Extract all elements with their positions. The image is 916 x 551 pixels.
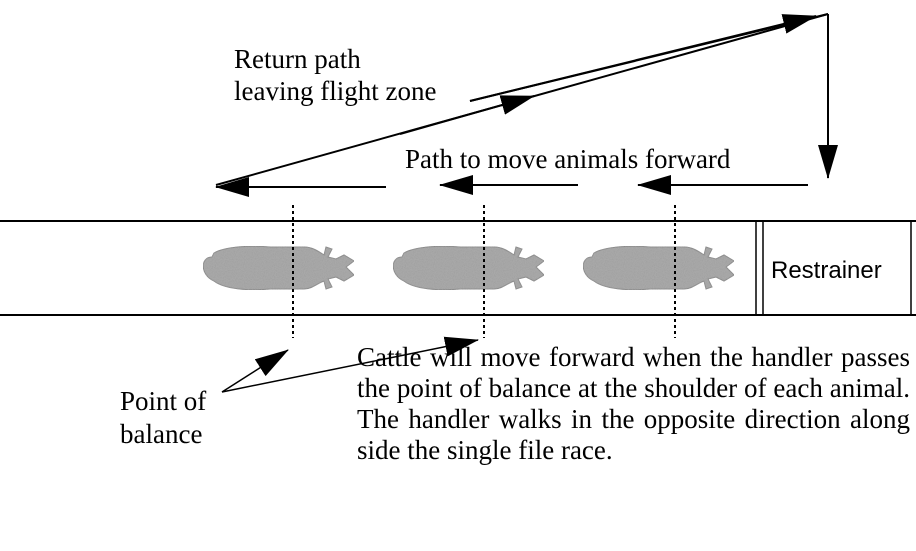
cattle-animal-2 (393, 246, 544, 289)
balance-pointer-1 (221, 349, 289, 393)
point-of-balance-label-line1: Point of (120, 386, 206, 416)
cattle-animal-3 (583, 246, 734, 289)
return-path-label-line1: Return path (234, 44, 361, 74)
point-of-balance-label-line2: balance (120, 419, 202, 449)
cattle-animal-1 (203, 246, 354, 289)
forward-path-label: Path to move animals forward (405, 144, 731, 174)
explanation-caption: Cattle will move forward when the handle… (357, 342, 910, 465)
balance-pointer-2 (221, 336, 479, 393)
return-arrow-top-head-upper (469, 14, 817, 102)
restrainer-label: Restrainer (771, 257, 882, 284)
restrainer-box: Restrainer (755, 221, 912, 315)
return-arrow-mid-head (399, 95, 535, 135)
return-path-label-line2: leaving flight zone (234, 76, 436, 106)
